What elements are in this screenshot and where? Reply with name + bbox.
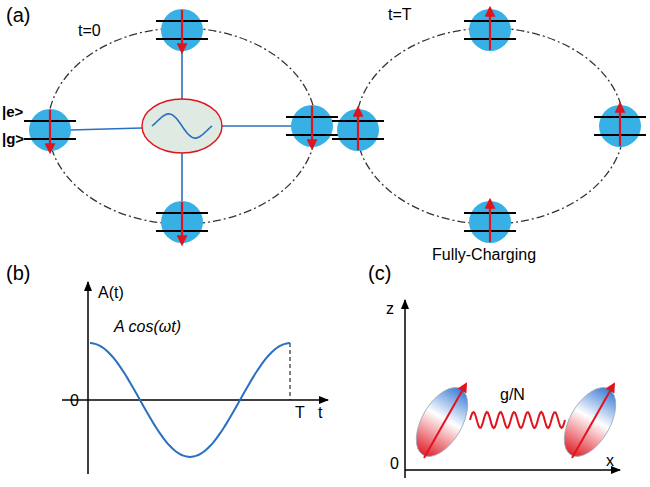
cos-curve — [90, 343, 290, 457]
axis-line — [404, 300, 406, 478]
two-level-atom — [286, 105, 338, 148]
axis-label: z — [386, 300, 394, 318]
coupling-label: g/N — [500, 386, 525, 404]
axis-label: t — [318, 404, 322, 422]
orbit-ellipse — [356, 28, 624, 224]
period-marker — [290, 343, 291, 400]
origin-label: 0 — [70, 392, 79, 410]
axis-label: A(t) — [98, 284, 124, 302]
level-label: |e> — [2, 104, 23, 121]
charger-cavity — [142, 99, 222, 153]
two-level-atom — [156, 9, 208, 52]
caption-label: Fully-Charging — [432, 246, 536, 264]
axis-line — [405, 469, 620, 471]
axis-label: T — [295, 404, 305, 422]
spin-ellipse — [406, 379, 479, 465]
time-label: t=T — [388, 6, 412, 24]
two-level-atom — [332, 108, 384, 151]
curve-label: A cos(ωt) — [114, 318, 181, 336]
two-level-atom — [594, 104, 646, 147]
two-level-atom — [464, 200, 516, 243]
panel-label: (c) — [368, 262, 391, 284]
coupling-wave — [470, 412, 565, 428]
spin-arrow — [572, 384, 614, 458]
spin-arrow — [424, 384, 466, 458]
time-label: t=0 — [78, 22, 101, 40]
origin-label: 0 — [390, 455, 399, 473]
panel-label: (b) — [6, 262, 30, 284]
axis-label: x — [606, 452, 614, 470]
axis-line — [62, 399, 328, 401]
charger-wave — [152, 114, 212, 138]
axis-line — [87, 282, 89, 474]
two-level-atom — [156, 201, 208, 244]
two-level-atom — [464, 8, 516, 51]
panel-label: (a) — [6, 4, 30, 26]
coupling-lines — [70, 48, 294, 204]
level-label: |g> — [2, 131, 24, 148]
orbit-ellipse — [48, 28, 316, 224]
two-level-atom — [24, 109, 76, 152]
